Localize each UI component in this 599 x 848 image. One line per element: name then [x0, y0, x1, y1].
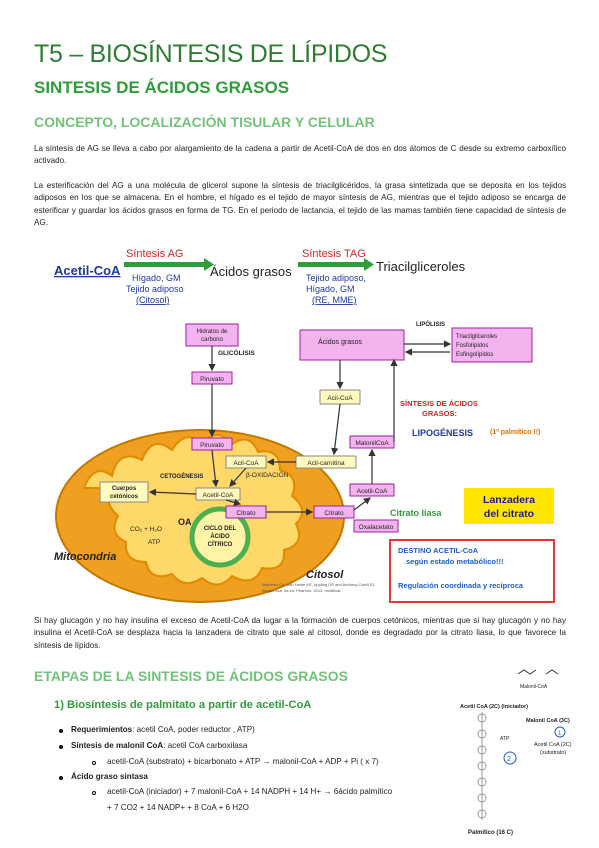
- svg-text:del citrato: del citrato: [484, 508, 534, 520]
- paragraph-2: La esterificación del AG a una molécula …: [34, 181, 566, 227]
- fig-ag-loc1: Hígado, GM: [132, 273, 181, 283]
- svg-text:1: 1: [558, 731, 562, 737]
- box-oxalacetato: [353, 519, 399, 533]
- bullet-sintasa: Ácido graso sintasa: [71, 772, 148, 781]
- metabolism-figure: Acetil-CoA Síntesis AG Hígado, GM Tejido…: [50, 248, 560, 606]
- svg-text:Fosfolípidos: Fosfolípidos: [456, 343, 488, 349]
- fig-acetil-coa: Acetil-CoA: [54, 263, 121, 278]
- svg-text:Citrato: Citrato: [324, 510, 344, 517]
- label-citosol: Citosol: [306, 569, 344, 581]
- svg-text:Acetil CoA (2C): Acetil CoA (2C): [534, 742, 572, 748]
- step-1-title: 1) Biosíntesis de palmitato a partir de …: [54, 699, 312, 711]
- box-acidos-grasos: [299, 329, 405, 361]
- svg-text:Oxalacetato: Oxalacetato: [359, 524, 394, 531]
- svg-text:Lanzadera: Lanzadera: [483, 494, 535, 506]
- svg-text:2: 2: [507, 756, 511, 763]
- bullet-sintasa-reaction-1: acetil-CoA (iniciador) + 7 malonil-CoA +…: [107, 787, 393, 796]
- bullet-dot: [59, 729, 63, 733]
- fig-ag-loc2: Tejido adiposo: [126, 284, 184, 294]
- subsection-title-concept: CONCEPTO, LOCALIZACIÓN TISULAR Y CELULAR: [34, 114, 375, 130]
- svg-text:Malonil-CoA: Malonil-CoA: [520, 684, 548, 690]
- fig-acidos-grasos: Ácidos grasos: [210, 264, 292, 279]
- svg-text:MalonilCoA: MalonilCoA: [355, 440, 389, 447]
- svg-text:Citrato liasa: Citrato liasa: [390, 508, 443, 518]
- svg-text:CICLO DEL: CICLO DEL: [204, 526, 237, 532]
- svg-text:Bioquímica, 4a ed. Pearson, 20: Bioquímica, 4a ed. Pearson, 2013, modifi…: [262, 588, 341, 593]
- svg-text:ÁCIDO: ÁCIDO: [210, 533, 230, 540]
- svg-text:Acetil-CoA: Acetil-CoA: [203, 492, 234, 499]
- bullet-sintasa-reaction-2: + 7 CO2 + 14 NADP+ + 8 CoA + 6 H2O: [107, 803, 249, 812]
- svg-text:Acil-CoA: Acil-CoA: [327, 395, 353, 402]
- svg-text:según estado metabólico!!!: según estado metabólico!!!: [406, 557, 504, 566]
- arrow-sintesis-tag: [298, 262, 364, 267]
- label-mitocondria: Mitocondria: [54, 551, 116, 563]
- svg-text:Piruvato: Piruvato: [200, 376, 224, 383]
- box-citrato-cyt: [313, 505, 355, 519]
- bullet-dot: [59, 776, 63, 780]
- bullet-dot: [59, 745, 63, 749]
- svg-text:Palmítico (16 C): Palmítico (16 C): [468, 830, 513, 836]
- bullet-requerimientos: Requerimientos: acetil CoA, poder reduct…: [71, 725, 255, 734]
- svg-text:SÍNTESIS DE ÁCIDOS: SÍNTESIS DE ÁCIDOS: [400, 399, 478, 408]
- svg-text:(substrato): (substrato): [540, 750, 566, 756]
- fig-sintesis-tag: Síntesis TAG: [302, 248, 366, 260]
- bullet-malonil: Síntesis de malonil CoA: acetil CoA carb…: [71, 741, 248, 750]
- svg-text:Esfingolípidos: Esfingolípidos: [456, 352, 493, 358]
- svg-text:Hidratos de: Hidratos de: [197, 329, 228, 335]
- svg-text:CÍTRICO: CÍTRICO: [208, 540, 233, 548]
- svg-text:Regulación coordinada y recí: Regulación coordinada y recíproca: [398, 581, 524, 590]
- svg-text:Ácidos grasos: Ácidos grasos: [318, 337, 362, 346]
- box-cuerpos-cetonicos: [99, 481, 149, 503]
- svg-text:LIPÓLISIS: LIPÓLISIS: [416, 320, 445, 328]
- box-lipidos: [451, 327, 533, 363]
- palmitate-synthesis-figure: Malonil-CoA Acetil CoA (2C) (iniciador) …: [458, 660, 588, 840]
- fig-triacilgliceroles: Triacilgliceroles: [376, 259, 466, 274]
- destino-box: [389, 539, 555, 603]
- fig-sintesis-ag: Síntesis AG: [126, 248, 183, 260]
- svg-text:Citrato: Citrato: [236, 510, 256, 517]
- svg-text:cetónicos: cetónicos: [110, 494, 139, 500]
- svg-text:Cuerpos: Cuerpos: [112, 486, 137, 492]
- svg-text:carbono: carbono: [201, 337, 223, 343]
- fig-tag-loc2: Hígado, GM: [306, 284, 355, 294]
- paragraph-1: La síntesis de AG se lleva a cabo por al…: [34, 144, 566, 166]
- lanzadera-box: [464, 488, 554, 524]
- svg-text:Acil-carnitina: Acil-carnitina: [307, 460, 345, 467]
- fig-ag-loc3: (Citosol): [136, 295, 170, 305]
- svg-text:DESTINO ACETIL-CoA: DESTINO ACETIL-CoA: [398, 546, 479, 555]
- svg-text:Triacilgliceroles: Triacilgliceroles: [456, 334, 497, 340]
- sub-bullet-ring: [92, 791, 96, 795]
- sub-bullet-ring: [92, 761, 96, 765]
- fig-tag-loc1: Tejido adiposo,: [306, 273, 366, 283]
- citric-acid-cycle: [189, 506, 251, 568]
- svg-text:Acetil CoA (2C) (iniciador): Acetil CoA (2C) (iniciador): [460, 704, 528, 710]
- svg-text:Piruvato: Piruvato: [200, 442, 224, 449]
- svg-text:LIPOGÉNESIS: LIPOGÉNESIS: [412, 428, 473, 438]
- svg-text:CO₂ + H₂O: CO₂ + H₂O: [130, 526, 162, 533]
- svg-text:CETOGÉNESIS: CETOGÉNESIS: [160, 472, 203, 480]
- subsection-title-etapas: ETAPAS DE LA SINTESIS DE ÁCIDOS GRASOS: [34, 668, 349, 684]
- paragraph-3: Si hay glucagón y no hay insulina el exc…: [34, 616, 566, 650]
- svg-text:Acetil-CoA: Acetil-CoA: [357, 488, 388, 495]
- svg-text:(1º palmítico !!): (1º palmítico !!): [490, 429, 540, 436]
- svg-text:β-OXIDACIÓN: β-OXIDACIÓN: [246, 470, 289, 479]
- page-title: T5 – BIOSÍNTESIS DE LÍPIDOS: [34, 40, 388, 68]
- svg-text:Acil-CoA: Acil-CoA: [233, 460, 259, 467]
- bullet-malonil-reaction: acetil-CoA (substrato) + bicarbonato + A…: [107, 757, 379, 766]
- svg-text:ATP: ATP: [500, 736, 510, 742]
- svg-text:GRASOS:: GRASOS:: [422, 409, 457, 418]
- svg-text:Mathews CK, Van Holde KE, Appl: Mathews CK, Van Holde KE, Appling DR and…: [262, 582, 376, 587]
- chain-diagram: [477, 712, 487, 820]
- arrow-sintesis-ag: [124, 262, 204, 267]
- fig-tag-loc3: (RE, MME): [312, 295, 357, 305]
- section-title: SINTESIS DE ÁCIDOS GRASOS: [34, 78, 290, 97]
- svg-text:GLICÓLISIS: GLICÓLISIS: [218, 348, 256, 357]
- svg-text:Malonil CoA (3C): Malonil CoA (3C): [526, 718, 570, 724]
- svg-text:ATP: ATP: [148, 539, 160, 546]
- svg-text:OA: OA: [178, 517, 192, 527]
